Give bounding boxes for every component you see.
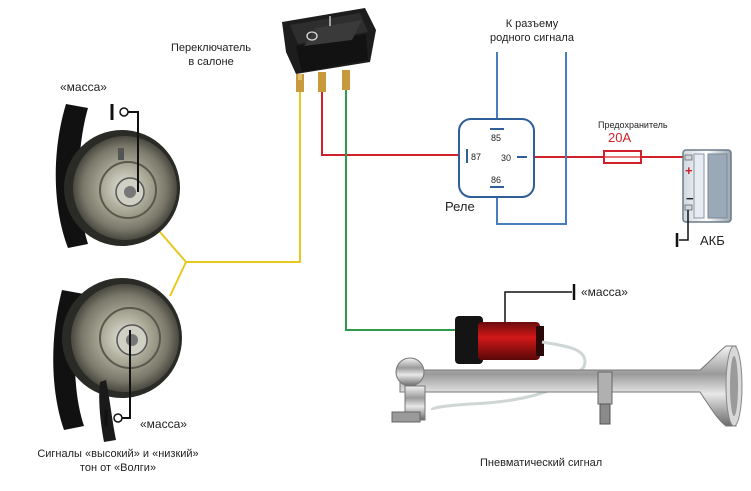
ground-label-top-horn: «масса» [60, 80, 107, 94]
ground-label-air-horn: «масса» [581, 285, 628, 299]
rocker-switch [282, 8, 376, 92]
switch-label-line1: Переключатель [170, 42, 252, 54]
switch-label: Переключатель в салоне [163, 41, 259, 69]
ground-label-bottom-horn: «масса» [140, 417, 187, 431]
connector-label: К разъему родного сигнала [480, 17, 584, 45]
battery-label: АКБ [700, 233, 725, 248]
horn-high-tone [55, 104, 180, 248]
horns-caption-line2: тон от «Волги» [79, 462, 157, 474]
connector-label-line1: К разъему [505, 18, 559, 30]
fuse-title: Предохранитель [598, 120, 668, 130]
relay-label: Реле [445, 199, 475, 214]
horns-caption-line1: Сигналы «высокий» и «низкий» [37, 448, 199, 460]
connector-label-line2: родного сигнала [490, 32, 574, 44]
air-horn-ground-wire [504, 291, 572, 322]
switch-label-line2: в салоне [188, 56, 234, 68]
fuse-rating: 20А [608, 130, 632, 145]
air-horn [391, 316, 743, 427]
red-wire-switch-to-87 [321, 92, 467, 156]
relay-pin-30: 30 [501, 153, 511, 163]
green-wire [345, 90, 460, 331]
blue-wire-86 [496, 52, 567, 225]
horn-low-tone [53, 278, 182, 442]
horns-caption: Сигналы «высокий» и «низкий» тон от «Вол… [14, 447, 222, 475]
relay-body [458, 118, 535, 198]
relay-pin-87: 87 [471, 152, 481, 162]
relay-pin-85: 85 [491, 133, 501, 143]
horn-bottom-ground-terminal [113, 413, 123, 423]
yellow-wire [186, 90, 301, 263]
battery-ground-wire [679, 210, 689, 241]
battery-plus: + [685, 163, 693, 178]
yellow-wire-branch-bottom [169, 261, 187, 297]
battery [682, 149, 732, 223]
horn-top-ground-terminal [119, 107, 129, 117]
battery-minus: − [686, 191, 694, 206]
relay-pin-86: 86 [491, 175, 501, 185]
air-horn-caption: Пневматический сигнал [480, 457, 603, 469]
horn-top-ground-wire [126, 111, 139, 192]
